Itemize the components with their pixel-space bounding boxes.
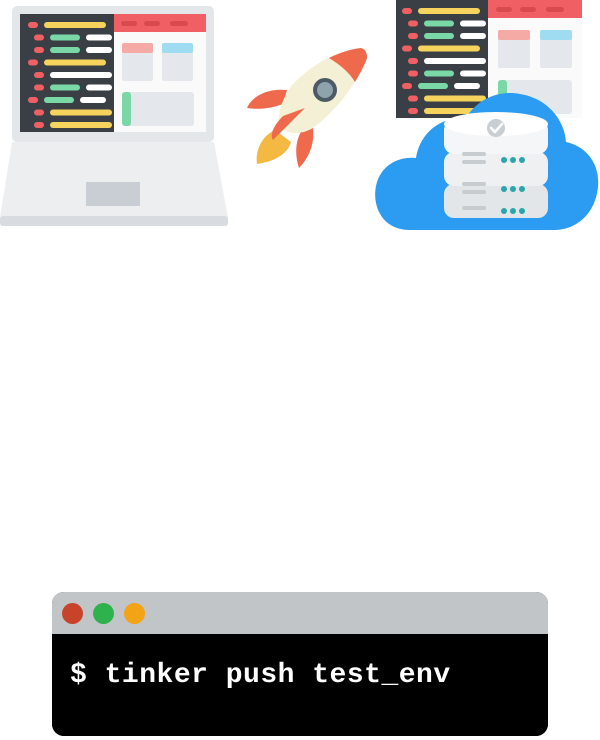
minimize-dot-icon <box>124 603 145 624</box>
terminal-title-bar <box>52 592 548 634</box>
close-dot-icon <box>62 603 83 624</box>
laptop-icon <box>0 6 228 226</box>
rocket-icon <box>247 48 367 168</box>
maximize-dot-icon <box>93 603 114 624</box>
terminal-body: $ tinker push test_env <box>52 634 548 736</box>
cloud-server-icon <box>375 0 599 230</box>
terminal-window: $ tinker push test_env <box>52 592 548 736</box>
terminal-command: $ tinker push test_env <box>70 660 451 691</box>
